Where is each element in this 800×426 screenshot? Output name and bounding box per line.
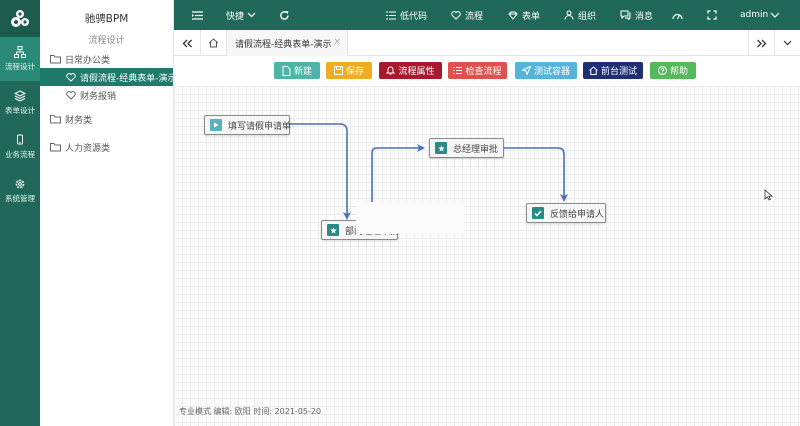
menu-toggle-button[interactable] — [192, 0, 207, 30]
fullscreen-button[interactable] — [707, 0, 721, 30]
send-icon — [521, 66, 531, 75]
heart-icon — [451, 10, 461, 20]
nav-lowcode[interactable]: 低代码 — [386, 0, 427, 30]
connector-gm-to-feedback[interactable] — [504, 147, 568, 202]
tree-group-hr[interactable]: 人力资源类 — [40, 138, 173, 156]
rail-item-label: 表单设计 — [5, 106, 35, 115]
tab-close-icon[interactable]: × — [333, 37, 341, 47]
rail-item-label: 流程设计 — [5, 62, 35, 71]
folder-icon — [50, 143, 61, 152]
dashboard-button[interactable] — [672, 0, 687, 30]
chevron-down-icon — [247, 12, 256, 18]
user-menu[interactable]: admin — [740, 0, 784, 30]
icon-rail: 流程设计 表单设计 业务流程 系统管理 — [0, 0, 40, 426]
bell-icon — [386, 66, 396, 75]
heart-icon — [66, 90, 76, 100]
new-button[interactable]: 新建 — [274, 62, 320, 79]
speedometer-icon — [672, 13, 683, 19]
help-icon — [657, 66, 667, 75]
tree-item-leave-flow[interactable]: 请假流程-经典表单-演示 — [40, 68, 177, 86]
chevron-down-icon — [783, 40, 792, 46]
tree-item-expense[interactable]: 财务报销 — [40, 86, 173, 104]
tab-bar: 请假流程-经典表单-演示 × — [174, 30, 800, 56]
mouse-cursor-icon — [764, 189, 773, 201]
refresh-button[interactable] — [279, 0, 294, 30]
connector-dept-to-gm[interactable] — [371, 144, 425, 204]
save-icon — [333, 66, 343, 75]
rail-item-label: 系统管理 — [5, 194, 35, 203]
home-icon — [589, 66, 598, 75]
rail-item-label: 业务流程 — [5, 150, 35, 159]
menu-icon — [192, 10, 203, 20]
tab-scroll-left-button[interactable] — [174, 30, 200, 56]
diamond-icon — [508, 11, 518, 20]
rail-item-business-flow[interactable]: 业务流程 — [0, 125, 40, 169]
list-icon — [386, 10, 396, 20]
new-file-icon — [282, 65, 291, 76]
flow-connectors — [290, 123, 568, 220]
check-icon — [532, 207, 544, 219]
brand-title: 驰骋BPM — [84, 13, 129, 25]
front-test-button[interactable]: 前台测试 — [583, 62, 643, 79]
test-container-button[interactable]: 测试容器 — [515, 62, 577, 79]
save-button[interactable]: 保存 — [326, 62, 372, 79]
help-button[interactable]: 帮助 — [650, 62, 696, 79]
double-chevron-left-icon — [182, 39, 192, 47]
fullscreen-icon — [707, 10, 717, 20]
tree-group-finance[interactable]: 财务类 — [40, 110, 173, 128]
double-chevron-right-icon — [757, 39, 767, 47]
list-check-icon — [453, 67, 463, 74]
chat-icon — [620, 10, 631, 20]
logo[interactable] — [0, 0, 40, 37]
flow-node-gm-approval[interactable]: 总经理审批 — [429, 138, 504, 158]
nav-form[interactable]: 表单 — [508, 0, 540, 30]
flow-node-label: 总经理审批 — [453, 144, 499, 155]
star-icon — [435, 142, 447, 154]
flow-node-label: 反馈给申请人 — [550, 209, 605, 220]
flow-node-label: 填写请假申请单 — [228, 121, 292, 132]
flow-tree-sidebar: 驰骋BPM 流程设计 日常办公类 请假流程-经典表单-演示 财务报销 — [40, 0, 177, 426]
flow-properties-button[interactable]: 流程属性 — [379, 62, 442, 79]
nav-messages[interactable]: 消息 — [620, 0, 653, 30]
rail-item-system-admin[interactable]: 系统管理 — [0, 169, 40, 213]
home-tab-button[interactable] — [200, 30, 226, 56]
tab-leave-flow[interactable]: 请假流程-经典表单-演示 × — [226, 30, 348, 56]
check-flow-button[interactable]: 检查流程 — [448, 62, 507, 79]
refresh-icon — [280, 10, 289, 20]
star-icon — [327, 224, 339, 236]
connector-start-to-dept[interactable] — [290, 123, 351, 220]
flow-node-feedback[interactable]: 反馈给申请人 — [526, 203, 606, 223]
gears-logo-icon — [11, 9, 29, 27]
rail-item-form-design[interactable]: 表单设计 — [0, 81, 40, 125]
users-icon — [564, 10, 574, 20]
play-icon — [210, 119, 222, 131]
chevron-down-icon — [770, 12, 780, 18]
nav-org[interactable]: 组织 — [564, 0, 596, 30]
flow-canvas[interactable]: 填写请假申请单 部门经理审批 总经理审批 反馈给申请人 专业模式 编辑: 欧阳 … — [174, 86, 800, 426]
flow-node-start[interactable]: 填写请假申请单 — [204, 115, 292, 135]
designer-toolbar: 新建 保存 流程属性 检查流程 测试容器 — [174, 56, 800, 86]
heart-icon — [66, 72, 76, 82]
top-bar: 快捷 低代码 流程 表单 — [174, 0, 800, 30]
gear-icon — [15, 179, 25, 189]
render-occlusion — [356, 202, 464, 234]
device-icon — [17, 134, 23, 145]
folder-icon — [50, 55, 61, 64]
tree-group-daily-office[interactable]: 日常办公类 — [40, 50, 173, 68]
rail-item-flow-design[interactable]: 流程设计 — [0, 37, 40, 81]
sitemap-icon — [14, 46, 26, 58]
folder-icon — [50, 115, 61, 124]
layers-icon — [14, 90, 26, 102]
nav-flow[interactable]: 流程 — [451, 0, 483, 30]
home-icon — [208, 38, 219, 48]
quick-menu[interactable]: 快捷 — [226, 0, 260, 30]
tab-scroll-right-button[interactable] — [748, 30, 774, 56]
tree-section-title: 流程设计 — [88, 36, 125, 46]
status-bar: 专业模式 编辑: 欧阳 时间: 2021-05-20 — [179, 407, 322, 416]
tab-options-button[interactable] — [774, 30, 800, 56]
